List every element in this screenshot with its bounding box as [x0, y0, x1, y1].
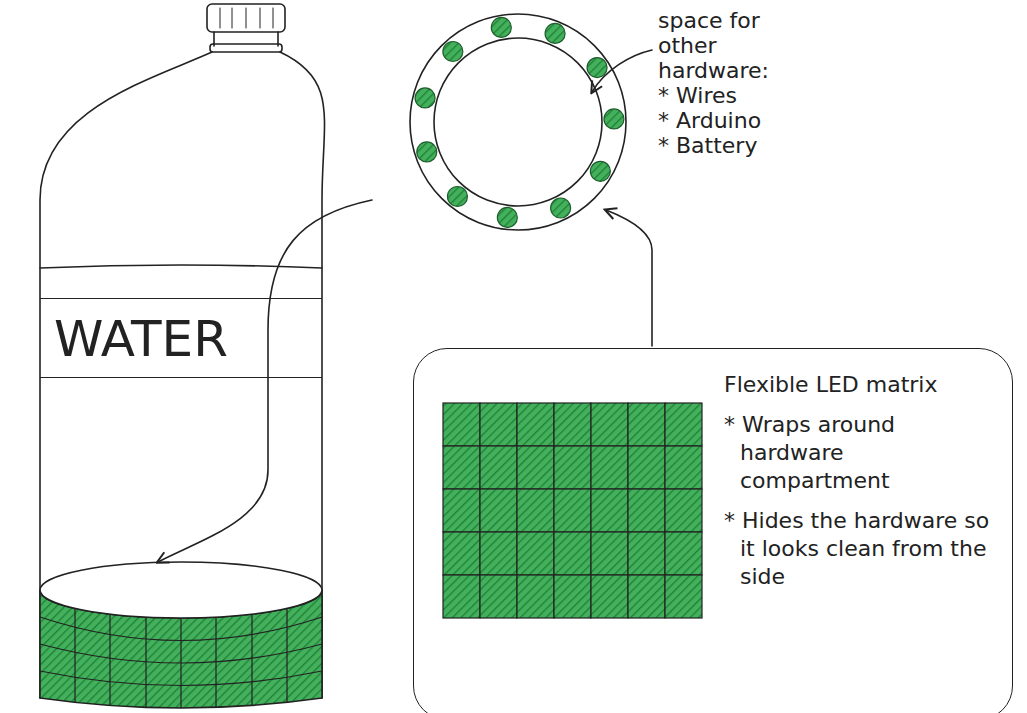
leader-arrows: [158, 50, 652, 562]
led-cell: [665, 489, 702, 532]
led-cell: [480, 575, 517, 618]
led-cell: [480, 489, 517, 532]
annotation-heading: space for other hardware:: [658, 8, 808, 83]
water-line: [40, 265, 322, 268]
led-cell: [591, 446, 628, 489]
led-cell: [554, 446, 591, 489]
led-cell: [554, 532, 591, 575]
callout-box: Flexible LED matrix * Wraps around hardwa…: [413, 348, 1013, 713]
annotation-item: * Battery: [658, 133, 808, 158]
led-cell: [628, 532, 665, 575]
bottle-label: WATER: [40, 298, 322, 378]
led-cell: [480, 446, 517, 489]
bottle-collar: [210, 44, 282, 52]
led-cell: [665, 532, 702, 575]
led-cell: [591, 532, 628, 575]
bottle-label-text: WATER: [54, 299, 314, 379]
compartment-top: [40, 562, 322, 618]
led-cell: [665, 575, 702, 618]
led-cell: [628, 446, 665, 489]
led-cell: [517, 489, 554, 532]
led-cell: [554, 403, 591, 446]
leader-arrow: [592, 50, 652, 92]
leader-arrow: [158, 200, 372, 562]
flexible-led-matrix: [443, 403, 702, 618]
led-dot: [545, 23, 565, 43]
base-led-matrix: [40, 562, 322, 708]
led-cell: [517, 575, 554, 618]
cap-ridges: [220, 8, 273, 28]
led-cell: [591, 403, 628, 446]
led-dot: [417, 142, 437, 162]
callout-note: * Wraps around hardware compartment: [724, 411, 996, 495]
callout-note: * Hides the hardware so it looks clean f…: [724, 507, 996, 591]
led-cell: [443, 575, 480, 618]
led-dot: [590, 161, 610, 181]
led-cell: [628, 403, 665, 446]
led-grid: [40, 608, 322, 708]
led-cell: [628, 489, 665, 532]
bottle-cap: [207, 4, 285, 32]
hardware-ring: [410, 14, 626, 230]
led-dot: [604, 109, 624, 129]
led-cell: [591, 489, 628, 532]
led-cell: [443, 446, 480, 489]
water-bottle: [40, 4, 325, 698]
led-cell: [628, 575, 665, 618]
led-cell: [517, 532, 554, 575]
leader-arrow: [606, 210, 652, 346]
led-dot: [551, 198, 571, 218]
ring-inner: [434, 38, 602, 206]
led-cell: [480, 532, 517, 575]
annotation-list: space for other hardware:* Wires* Arduin…: [658, 8, 808, 158]
led-cell: [665, 446, 702, 489]
led-dot: [443, 41, 463, 61]
led-cell: [554, 489, 591, 532]
node-text-area: WATER: [54, 299, 314, 379]
led-dot: [587, 58, 607, 78]
led-cell: [517, 403, 554, 446]
led-dot: [491, 17, 511, 37]
led-dots: [415, 17, 624, 227]
ring-outer: [410, 14, 626, 230]
led-cell: [554, 575, 591, 618]
annotation-item: * Arduino: [658, 108, 808, 133]
annotation-item: * Wires: [658, 83, 808, 108]
led-cell: [591, 575, 628, 618]
led-dot: [497, 207, 517, 227]
led-cell: [443, 489, 480, 532]
led-cell: [480, 403, 517, 446]
led-dot: [415, 88, 435, 108]
led-dot: [447, 187, 467, 207]
led-cell: [665, 403, 702, 446]
led-cell: [443, 532, 480, 575]
led-cell: [443, 403, 480, 446]
led-cell: [517, 446, 554, 489]
node-text-area: Flexible LED matrix * Wraps around hardwa…: [724, 371, 996, 603]
callout-heading: Flexible LED matrix: [724, 371, 996, 399]
